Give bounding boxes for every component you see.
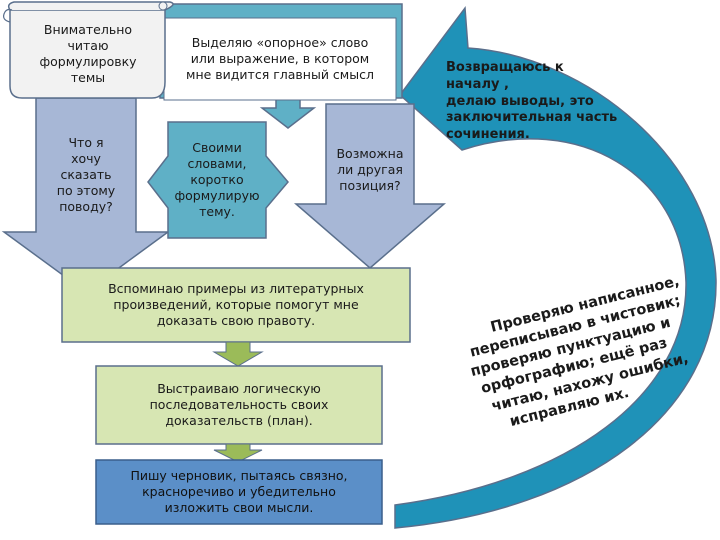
what-to-say-node: Что я хочу сказать по этому поводу? — [36, 120, 136, 230]
topic-scroll — [9, 9, 166, 99]
own-words-arrow — [147, 121, 289, 239]
return-node: Возвращаюсь к началу , делаю выводы, это… — [446, 48, 646, 156]
return-curved-arrow — [394, 5, 717, 529]
draft-node: Пишу черновик, пытаясь связно, краснореч… — [98, 462, 380, 522]
topic-node: Внимательно читаю формулировку темы — [14, 12, 162, 96]
plan-text: Выстраиваю логическую последовательность… — [149, 381, 329, 428]
keyword-inner-panel — [163, 17, 397, 101]
examples-node: Вспоминаю примеры из литературных произв… — [64, 270, 408, 340]
draft-text: Пишу черновик, пытаясь связно, краснореч… — [130, 468, 348, 515]
what-to-say-arrow — [1, 97, 171, 293]
examples-to-plan-arrow — [212, 341, 264, 367]
other-position-node: Возможна ли другая позиция? — [326, 132, 414, 208]
keyword-node: Выделяю «опорное» слово или выражение, в… — [164, 20, 396, 98]
own-words-text: Своими словами, коротко формулирую тему. — [174, 140, 260, 219]
plan-to-draft-arrow — [213, 443, 263, 463]
keyword-text: Выделяю «опорное» слово или выражение, в… — [186, 35, 374, 82]
return-text: Возвращаюсь к началу , делаю выводы, это… — [446, 60, 618, 142]
other-position-text: Возможна ли другая позиция? — [336, 146, 404, 193]
own-words-node: Своими словами, коротко формулирую тему. — [168, 124, 266, 236]
draft-box-bg — [95, 459, 383, 525]
plan-node: Выстраиваю логическую последовательность… — [98, 368, 380, 442]
topic-text: Внимательно читаю формулировку темы — [39, 22, 137, 85]
other-position-arrow — [293, 103, 447, 269]
what-to-say-text: Что я хочу сказать по этому поводу? — [56, 135, 116, 214]
examples-text: Вспоминаю примеры из литературных произв… — [108, 281, 364, 328]
